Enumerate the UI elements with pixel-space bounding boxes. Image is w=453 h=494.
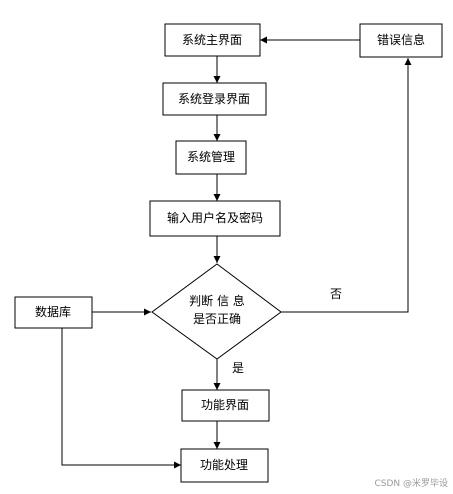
node-decision-line1: 判断 信 息 bbox=[189, 293, 245, 308]
node-error-info-label: 错误信息 bbox=[377, 32, 425, 47]
node-function-ui-label: 功能界面 bbox=[201, 398, 249, 412]
node-function-process-label: 功能处理 bbox=[200, 458, 248, 472]
node-decision-line2: 是否正确 bbox=[193, 312, 241, 326]
node-function-ui: 功能界面 bbox=[181, 389, 270, 422]
node-input-credentials: 输入用户名及密码 bbox=[149, 200, 281, 237]
node-login-ui-label: 系统登录界面 bbox=[178, 91, 250, 106]
node-error-info: 错误信息 bbox=[359, 23, 443, 58]
edges bbox=[61, 36, 412, 469]
node-input-credentials-label: 输入用户名及密码 bbox=[167, 210, 263, 225]
node-system-mgmt-label: 系统管理 bbox=[187, 149, 235, 164]
node-login-ui: 系统登录界面 bbox=[162, 82, 267, 116]
node-system-mgmt: 系统管理 bbox=[175, 140, 247, 175]
edge-decision-to-error bbox=[281, 58, 412, 313]
watermark: CSDN @米罗毕设 bbox=[374, 477, 448, 489]
node-database: 数据库 bbox=[14, 296, 93, 329]
node-function-process: 功能处理 bbox=[180, 448, 269, 483]
node-main-ui-label: 系统主界面 bbox=[182, 33, 242, 47]
edge-label-no: 否 bbox=[330, 287, 342, 301]
node-decision: 判断 信 息 是否正确 bbox=[151, 263, 282, 360]
node-main-ui: 系统主界面 bbox=[164, 23, 261, 57]
node-database-label: 数据库 bbox=[35, 304, 71, 319]
edge-database-to-process bbox=[61, 328, 181, 469]
edge-label-yes: 是 bbox=[232, 361, 244, 375]
